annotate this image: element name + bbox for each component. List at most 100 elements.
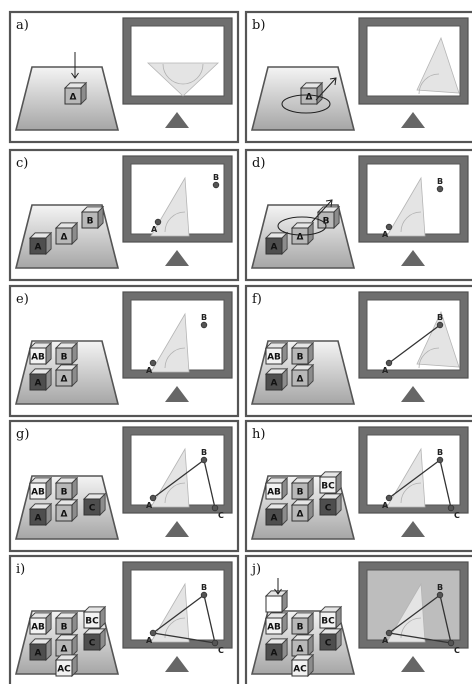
screen-point-A xyxy=(386,360,392,366)
cube-C: C xyxy=(84,494,105,515)
screen-point-A xyxy=(386,224,392,230)
point-label: A xyxy=(151,225,158,234)
cube-label: Δ xyxy=(297,510,304,520)
point-label: A xyxy=(146,366,153,375)
cube-BC: BC xyxy=(320,607,341,628)
screen-point-C xyxy=(448,640,454,646)
panel-i: i)ABCAABBΔCBCAC xyxy=(10,556,238,684)
cube-label: B xyxy=(61,353,68,363)
cube-label: Δ xyxy=(297,645,304,655)
cube-label: Δ xyxy=(306,93,313,103)
cube-A: A xyxy=(266,369,287,390)
point-label: A xyxy=(382,230,389,239)
panel-label: d) xyxy=(252,156,265,171)
cube-AB: AB xyxy=(30,478,51,499)
point-label: B xyxy=(437,313,443,322)
cube-label: BC xyxy=(85,617,99,627)
point-label: A xyxy=(382,636,389,645)
screen-point-A xyxy=(386,495,392,501)
cube-label: B xyxy=(61,623,68,633)
point-label: C xyxy=(218,646,224,655)
point-label: B xyxy=(201,583,207,592)
cube-A: A xyxy=(30,504,51,525)
panel-label: i) xyxy=(16,562,25,577)
point-label: A xyxy=(146,501,153,510)
panel-label: c) xyxy=(16,156,28,171)
cube-label: AB xyxy=(267,488,281,498)
cube-label: C xyxy=(325,504,332,514)
screen-point-B xyxy=(213,182,219,188)
cube-A: A xyxy=(266,233,287,254)
point-label: A xyxy=(382,501,389,510)
cube-B: B xyxy=(56,613,77,634)
cube-label: Δ xyxy=(61,375,68,385)
point-label: B xyxy=(213,173,219,182)
point-label: B xyxy=(437,583,443,592)
cube-label: A xyxy=(35,649,42,659)
screen-point-C xyxy=(212,640,218,646)
point-label: A xyxy=(146,636,153,645)
cube-AB: AB xyxy=(266,478,287,499)
cube-label: AB xyxy=(31,353,45,363)
cube-B: B xyxy=(292,343,313,364)
cube-Δ: Δ xyxy=(56,365,77,386)
panel-label: j) xyxy=(250,562,261,577)
cube-BC: BC xyxy=(320,472,341,493)
cube-label: B xyxy=(297,353,304,363)
cube-Δ: Δ xyxy=(292,365,313,386)
cube-label: A xyxy=(35,379,42,389)
cube-AB: AB xyxy=(30,343,51,364)
panel-label: b) xyxy=(252,18,265,33)
cube-front-face xyxy=(266,596,282,612)
cube-AC: AC xyxy=(292,655,313,676)
cube-B: B xyxy=(56,343,77,364)
cube-label: AB xyxy=(267,353,281,363)
screen-point-A xyxy=(150,630,156,636)
cube-A: A xyxy=(30,369,51,390)
screen-point-B xyxy=(201,457,207,463)
cube-label: A xyxy=(271,649,278,659)
cube-label: B xyxy=(297,488,304,498)
cube-label: Δ xyxy=(61,233,68,243)
cube-label: AC xyxy=(57,665,71,675)
panel-label: a) xyxy=(16,18,29,33)
cube-blank xyxy=(266,591,287,612)
cube-B: B xyxy=(56,478,77,499)
cube-label: C xyxy=(89,504,96,514)
cube-label: B xyxy=(87,217,94,227)
cube-C: C xyxy=(320,629,341,650)
screen-point-B xyxy=(437,457,443,463)
cube-A: A xyxy=(266,504,287,525)
cube-Δ: Δ xyxy=(56,635,77,656)
panel-j: j)ABCAABBΔCBCAC xyxy=(246,556,472,684)
cube-label: B xyxy=(297,623,304,633)
cube-Δ: Δ xyxy=(56,223,77,244)
panel-a: a)Δ xyxy=(10,12,238,142)
cube-label: AC xyxy=(293,665,307,675)
cube-BC: BC xyxy=(84,607,105,628)
screen-point-B xyxy=(201,322,207,328)
screen-point-B xyxy=(437,322,443,328)
cube-label: C xyxy=(325,639,332,649)
screen-point-C xyxy=(448,505,454,511)
point-label: A xyxy=(382,366,389,375)
cube-Δ: Δ xyxy=(292,500,313,521)
cube-C: C xyxy=(84,629,105,650)
cube-label: BC xyxy=(321,617,335,627)
screen-point-B xyxy=(437,592,443,598)
cube-label: A xyxy=(35,243,42,253)
panel-label: g) xyxy=(16,427,29,442)
point-label: C xyxy=(454,646,460,655)
cube-label: B xyxy=(61,488,68,498)
point-label: B xyxy=(201,448,207,457)
cube-B: B xyxy=(292,478,313,499)
cube-label: Δ xyxy=(297,233,304,243)
cube-label: Δ xyxy=(61,510,68,520)
cube-AB: AB xyxy=(266,613,287,634)
cube-AC: AC xyxy=(56,655,77,676)
point-label: C xyxy=(454,511,460,520)
